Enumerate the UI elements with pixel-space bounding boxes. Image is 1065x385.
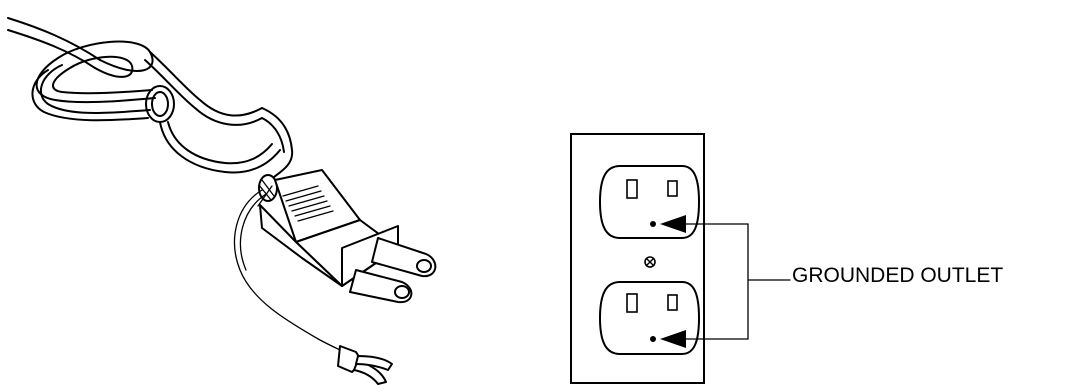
lower-ground-hole: [650, 336, 656, 342]
upper-ground-arrow: [660, 215, 686, 233]
grounded-outlet-label: GROUNDED OUTLET: [792, 264, 1004, 287]
screw-icon: [644, 256, 656, 268]
coiled-cord: [7, 17, 294, 181]
power-cord-plug-icon: [7, 17, 437, 385]
duplex-outlet-icon: [570, 133, 705, 384]
upper-slot-left: [626, 179, 638, 199]
upper-ground-hole: [650, 221, 656, 227]
upper-receptacle: [599, 165, 700, 239]
callout-bracket: [697, 223, 791, 340]
plug-body: [257, 169, 399, 287]
lower-slot-right: [667, 294, 678, 311]
ground-wire-lug-icon: [233, 189, 393, 385]
lower-ground-arrow: [660, 330, 686, 348]
lower-slot-left: [626, 293, 638, 313]
lower-receptacle: [599, 281, 700, 355]
plug-collar: [258, 174, 278, 202]
upper-slot-right: [667, 180, 678, 197]
grip-ridges: [282, 185, 334, 222]
plug-prongs: [349, 237, 437, 304]
